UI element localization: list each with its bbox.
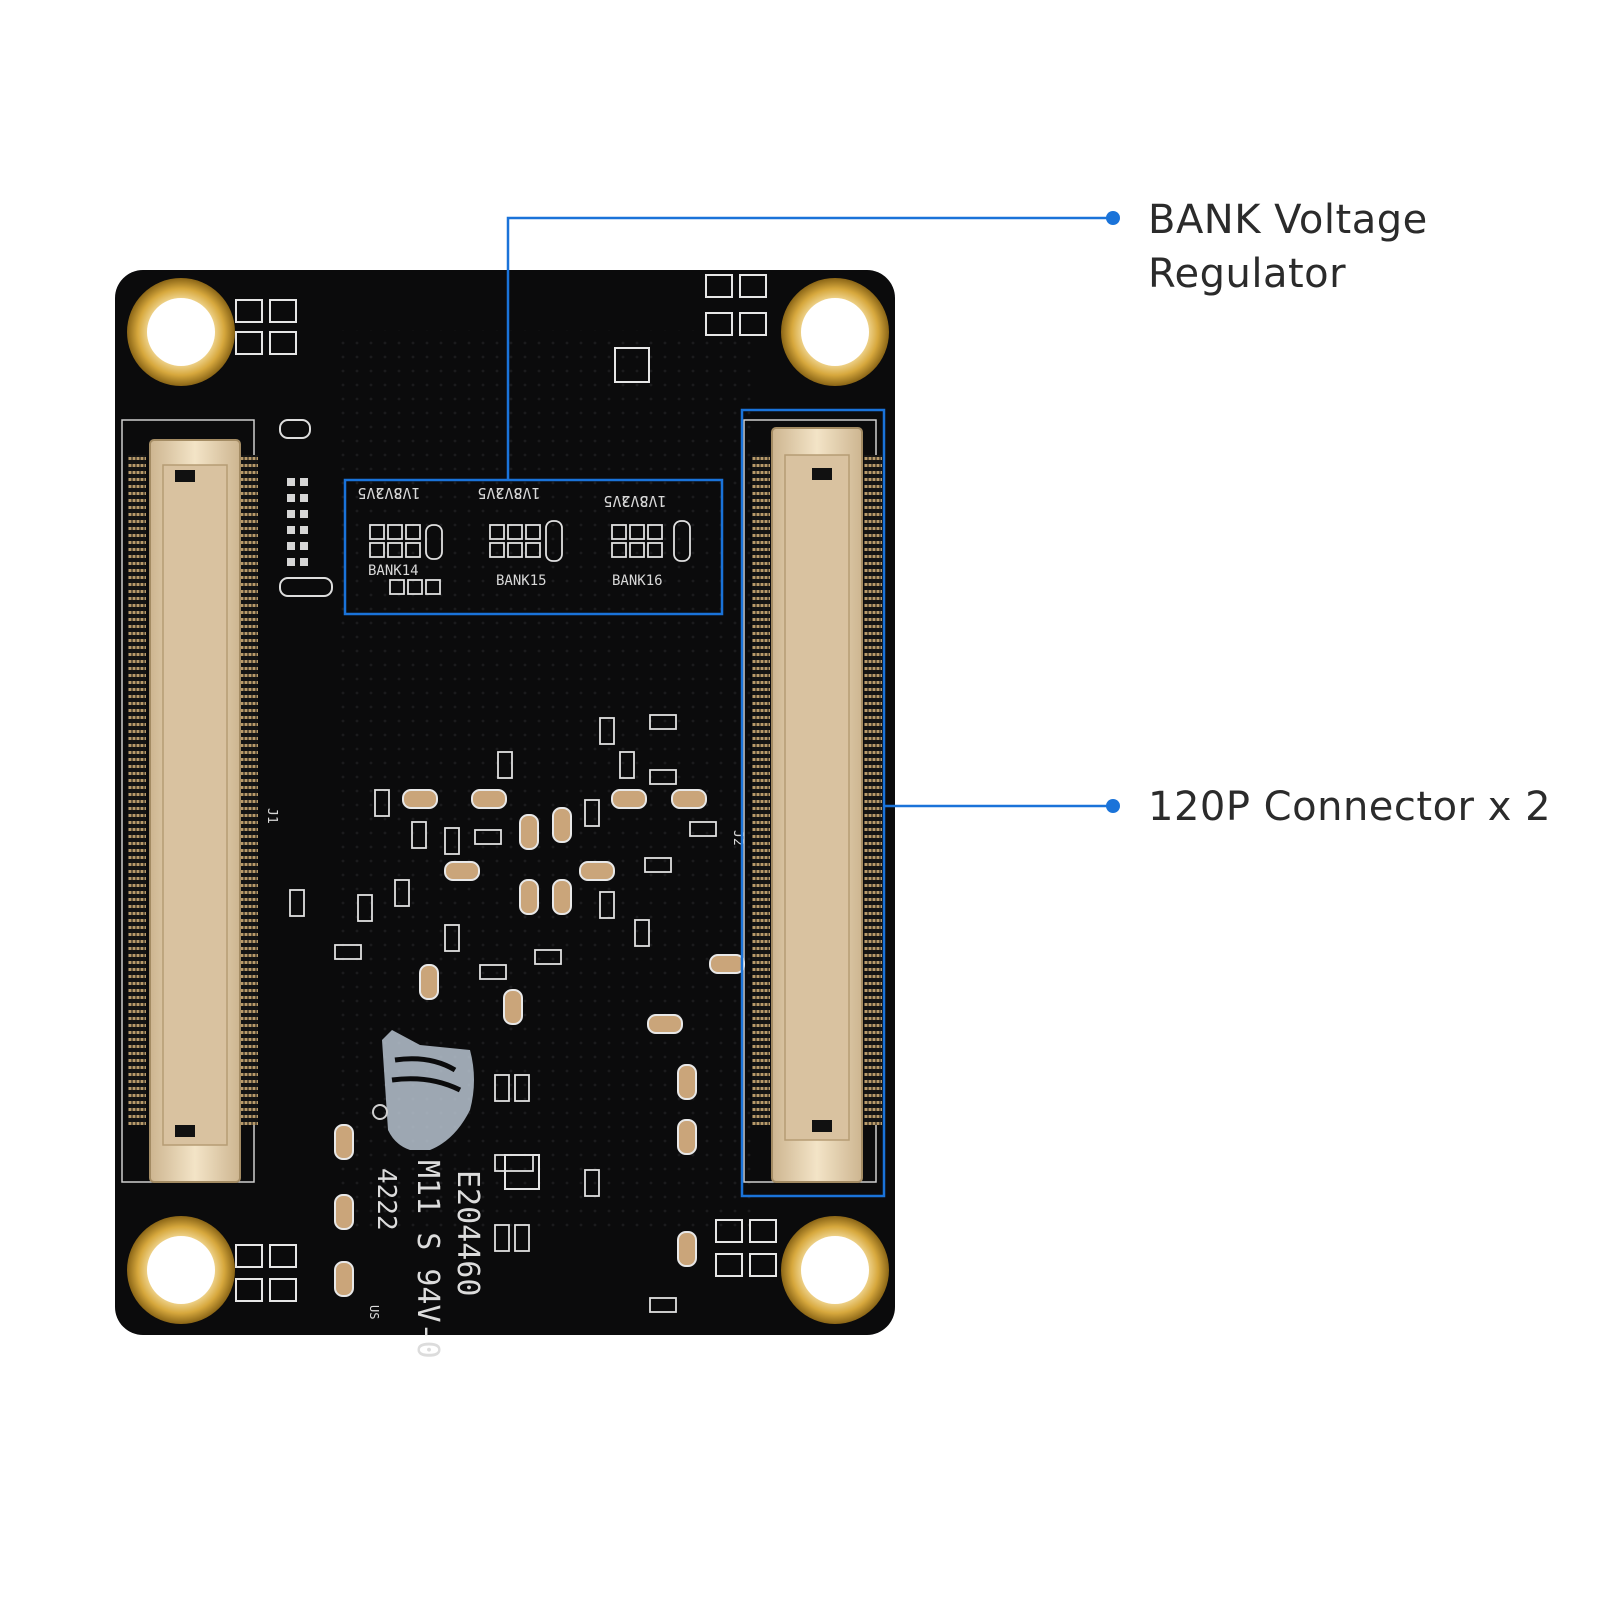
j1-label: J1 <box>264 808 279 824</box>
connector-right <box>743 419 882 1183</box>
callout-highlights <box>343 408 886 1198</box>
bank-regulator-leader-line <box>506 216 1113 480</box>
pad-clusters <box>235 274 777 1302</box>
mounting-holes <box>127 278 889 1324</box>
voltage-label-1v8-a: 1V8 <box>393 484 420 502</box>
mounting-hole-top-right <box>781 278 889 386</box>
connector-callout-text: 120P Connector x 2 <box>1148 784 1552 830</box>
pad-strip <box>279 419 333 597</box>
voltage-label-2v5-a: 2V5 <box>357 484 384 502</box>
bank-voltage-regulator-callout: BANK Voltage Regulator <box>1148 193 1428 301</box>
bank-voltage-regulator-line2: Regulator <box>1148 251 1347 297</box>
voltage-label-1v8-b: 1V8 <box>513 484 540 502</box>
bank14-label: BANK14 <box>368 563 419 579</box>
bank-regulator-leader-dot <box>1106 211 1120 225</box>
ul-code-text: E204460 <box>450 1170 485 1296</box>
voltage-label-3v3-c: 3V3 <box>621 492 648 510</box>
connector-highlight-box <box>740 408 886 1198</box>
voltage-label-3v3-a: 3V3 <box>375 484 402 502</box>
voltage-label-3v3-b: 3V3 <box>495 484 522 502</box>
date-code-text: 4222 <box>371 1168 401 1231</box>
mounting-hole-bottom-left <box>127 1216 235 1324</box>
rating-marks: E204460 M11 S 94V-0 4222 US <box>367 1160 485 1359</box>
connector-leader-dot <box>1106 799 1120 813</box>
connector-callout: 120P Connector x 2 <box>1148 780 1551 834</box>
voltage-label-2v5-b: 2V5 <box>477 484 504 502</box>
mounting-hole-top-left <box>127 278 235 386</box>
bank16-label: BANK16 <box>612 573 663 589</box>
voltage-label-2v5-c: 2V5 <box>603 492 630 510</box>
voltage-label-1v8-c: 1V8 <box>639 492 666 510</box>
bank-voltage-regulator-line1: BANK Voltage <box>1148 197 1428 243</box>
mounting-hole-bottom-right <box>781 1216 889 1324</box>
us-mark-text: US <box>367 1305 381 1319</box>
rating-text: M11 S 94V-0 <box>410 1160 445 1359</box>
callout-leaders <box>506 211 1120 813</box>
silkscreen-text: 1V8 3V3 2V5 1V8 3V3 2V5 1V8 3V3 2V5 BANK… <box>264 484 745 846</box>
bank15-label: BANK15 <box>496 573 547 589</box>
connector-left <box>121 419 258 1183</box>
bank-jumper-blocks <box>369 520 691 595</box>
bank-regulator-highlight-box <box>343 478 724 616</box>
smd-components <box>289 714 745 1313</box>
manufacturer-logo <box>372 1030 474 1150</box>
